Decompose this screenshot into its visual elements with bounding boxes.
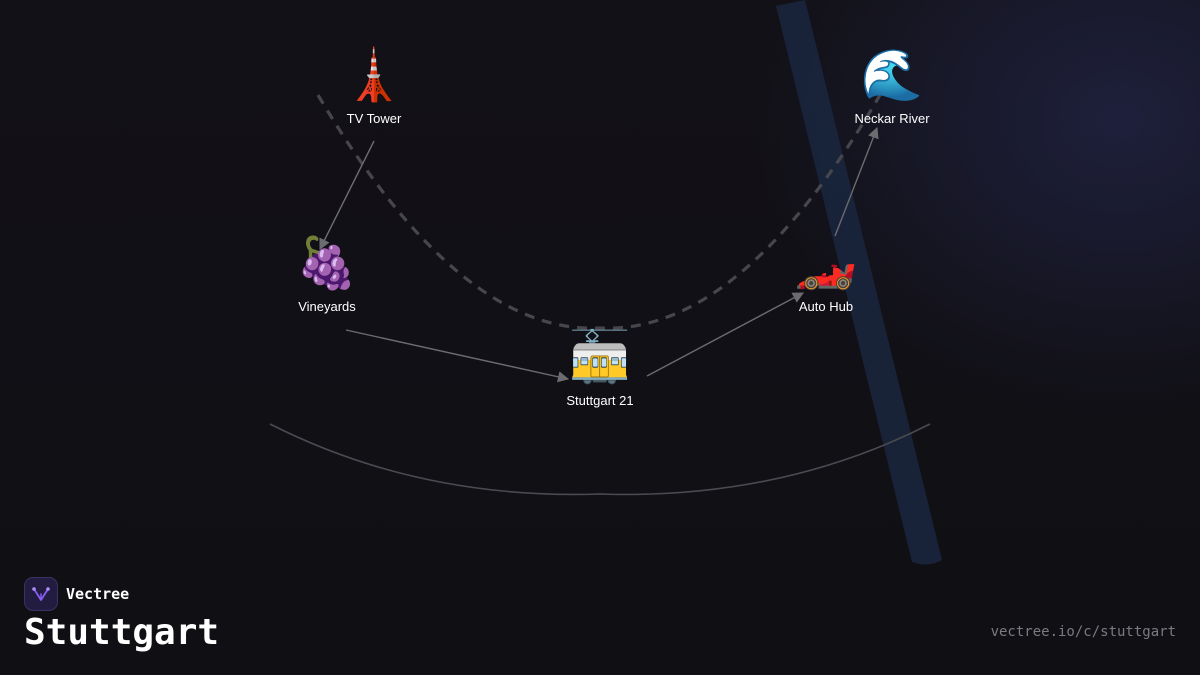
edge-auto-hub-neckar-river [834, 126, 879, 237]
vectree-logo-icon [24, 577, 58, 611]
edge-vineyards-stuttgart-21 [345, 329, 570, 383]
node-neckar-river[interactable]: 🌊 Neckar River [812, 45, 972, 126]
dashed-route-arc [316, 94, 882, 330]
node-vineyards[interactable]: 🍇 Vineyards [247, 233, 407, 314]
node-label: Stuttgart 21 [566, 393, 634, 408]
page-url[interactable]: vectree.io/c/stuttgart [990, 624, 1176, 640]
river-band [776, 0, 942, 565]
tower-icon: 🗼 [342, 47, 406, 103]
brand[interactable]: Vectree [24, 577, 129, 611]
wave-icon: 🌊 [860, 47, 924, 103]
node-stuttgart-21[interactable]: 🚋 Stuttgart 21 [520, 327, 680, 408]
node-label: Vineyards [298, 299, 356, 314]
node-label: Auto Hub [798, 299, 854, 314]
tram-icon: 🚋 [568, 329, 632, 385]
edge-tv-tower-vineyards [319, 140, 375, 251]
node-tv-tower[interactable]: 🗼 TV Tower [294, 45, 454, 126]
node-auto-hub[interactable]: 🏎️ Auto Hub [746, 233, 906, 314]
lower-arc [269, 423, 931, 496]
brand-name: Vectree [66, 585, 130, 603]
node-label: Neckar River [854, 111, 930, 126]
race-car-icon: 🏎️ [794, 235, 858, 291]
node-label: TV Tower [346, 111, 402, 126]
grapes-icon: 🍇 [295, 235, 359, 291]
edge-stuttgart-21-auto-hub [646, 292, 804, 377]
page-title: Stuttgart [24, 612, 220, 653]
